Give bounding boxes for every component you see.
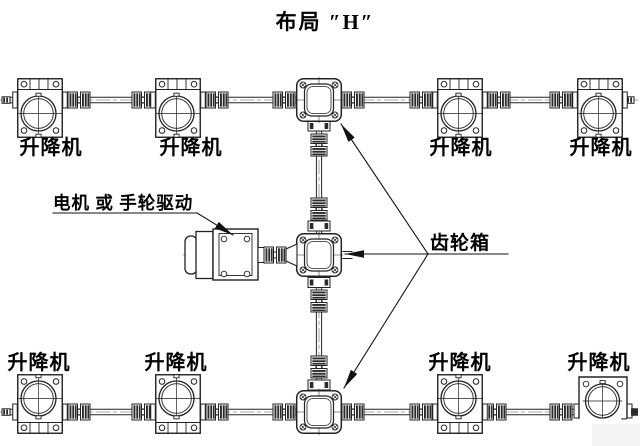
watermark-remnant: [592, 424, 640, 446]
motor-shaft-plate: [257, 247, 265, 263]
page-title: 布局 ″H″: [275, 10, 375, 34]
lifter-top-3: [432, 78, 488, 138]
motor-end-cap: [184, 235, 198, 275]
drive-leader-arrow: [52, 212, 234, 236]
motor-flange-box: [212, 228, 259, 281]
gearbox-bottom: [294, 388, 344, 436]
lifter-top-4: [572, 78, 628, 138]
lifter-label-top-1: 升降机: [19, 137, 83, 159]
lifter-bottom-4: [573, 376, 638, 419]
gearbox-leader-arrows: [340, 123, 509, 389]
motor-cylinder: [195, 230, 214, 280]
lifter-label-bottom-4: 升降机: [567, 352, 631, 374]
shaft-coupling: [263, 246, 287, 264]
shaft-end-tip: [1, 408, 11, 416]
lifter-bottom-1: [12, 374, 68, 434]
lifter-top-2: [150, 78, 206, 138]
lifter-label-bottom-3: 升降机: [428, 352, 492, 374]
drive-annotation: 电机 或 手轮驱动: [53, 193, 194, 213]
lifter-label-bottom-1: 升降机: [7, 352, 71, 374]
shaft-flange: [307, 379, 331, 391]
lifter-label-top-2: 升降机: [159, 137, 223, 159]
input-cone: [285, 243, 298, 267]
gearbox-center: [294, 231, 344, 279]
lifter-bottom-2: [150, 374, 206, 434]
motor: [182, 228, 298, 281]
lifter-label-top-4: 升降机: [569, 137, 633, 159]
lifter-top-1: [12, 78, 68, 138]
lifter-label-top-3: 升降机: [429, 137, 493, 159]
shaft-flange: [307, 277, 331, 288]
shaft-coupling: [310, 355, 328, 379]
gearbox-top: [294, 76, 344, 124]
lifter-label-bottom-2: 升降机: [144, 352, 208, 374]
lifter-bottom-3: [432, 374, 488, 434]
shaft-flange: [307, 220, 331, 232]
gearbox-annotation: 齿轮箱: [430, 233, 491, 254]
shaft-end-tip: [1, 96, 11, 104]
